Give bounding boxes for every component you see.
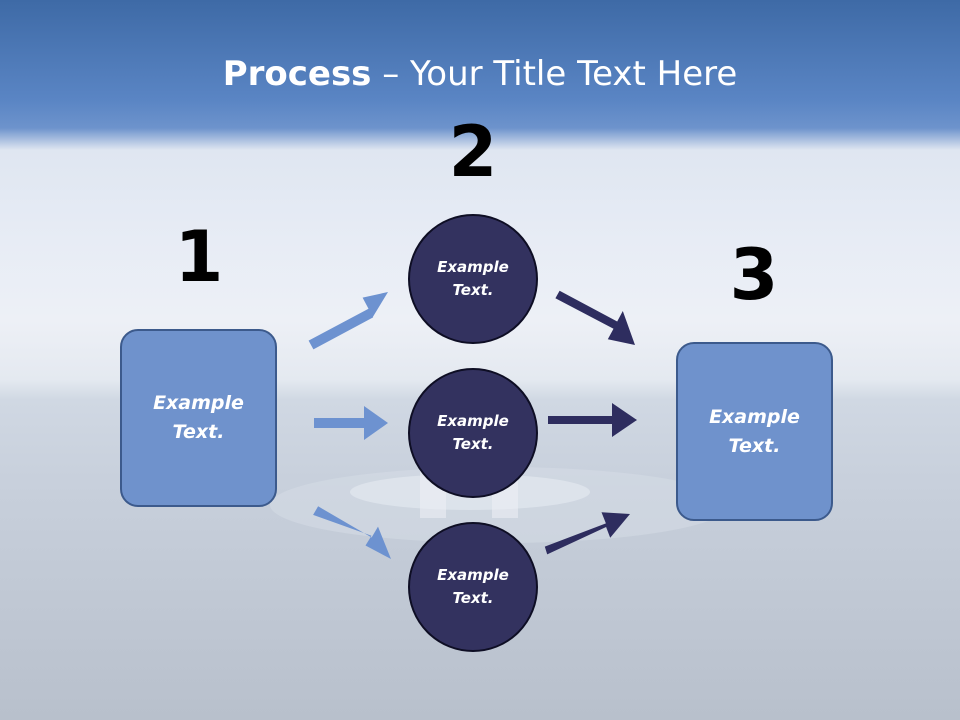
circle-bottom-label: Example Text. [437,566,509,607]
title-bold: Process [222,54,372,94]
arrow-left-to-top [308,292,388,350]
dark-arrows [544,290,637,555]
arrow-bottom-to-right [544,512,630,555]
right-box-label: Example Text. [709,405,800,457]
title-rest: – Your Title Text Here [371,54,738,94]
circle-middle-label: Example Text. [437,412,509,453]
step-number-2: 2 [448,111,498,193]
arrow-middle-to-right [548,403,637,437]
step-number-1: 1 [174,216,224,298]
arrow-top-to-right [555,290,635,345]
circle-bottom: Example Text. [408,522,538,652]
arrow-left-to-bottom [313,506,391,559]
slide-title: Process – Your Title Text Here [0,52,960,96]
circle-top-label: Example Text. [437,258,509,299]
left-box: Example Text. [120,329,277,507]
arrow-left-to-middle [314,406,388,440]
light-arrows [308,292,391,559]
left-box-label: Example Text. [153,392,244,443]
circle-middle: Example Text. [408,368,538,498]
circle-top: Example Text. [408,214,538,344]
right-box: Example Text. [676,342,833,521]
step-number-3: 3 [729,234,779,316]
